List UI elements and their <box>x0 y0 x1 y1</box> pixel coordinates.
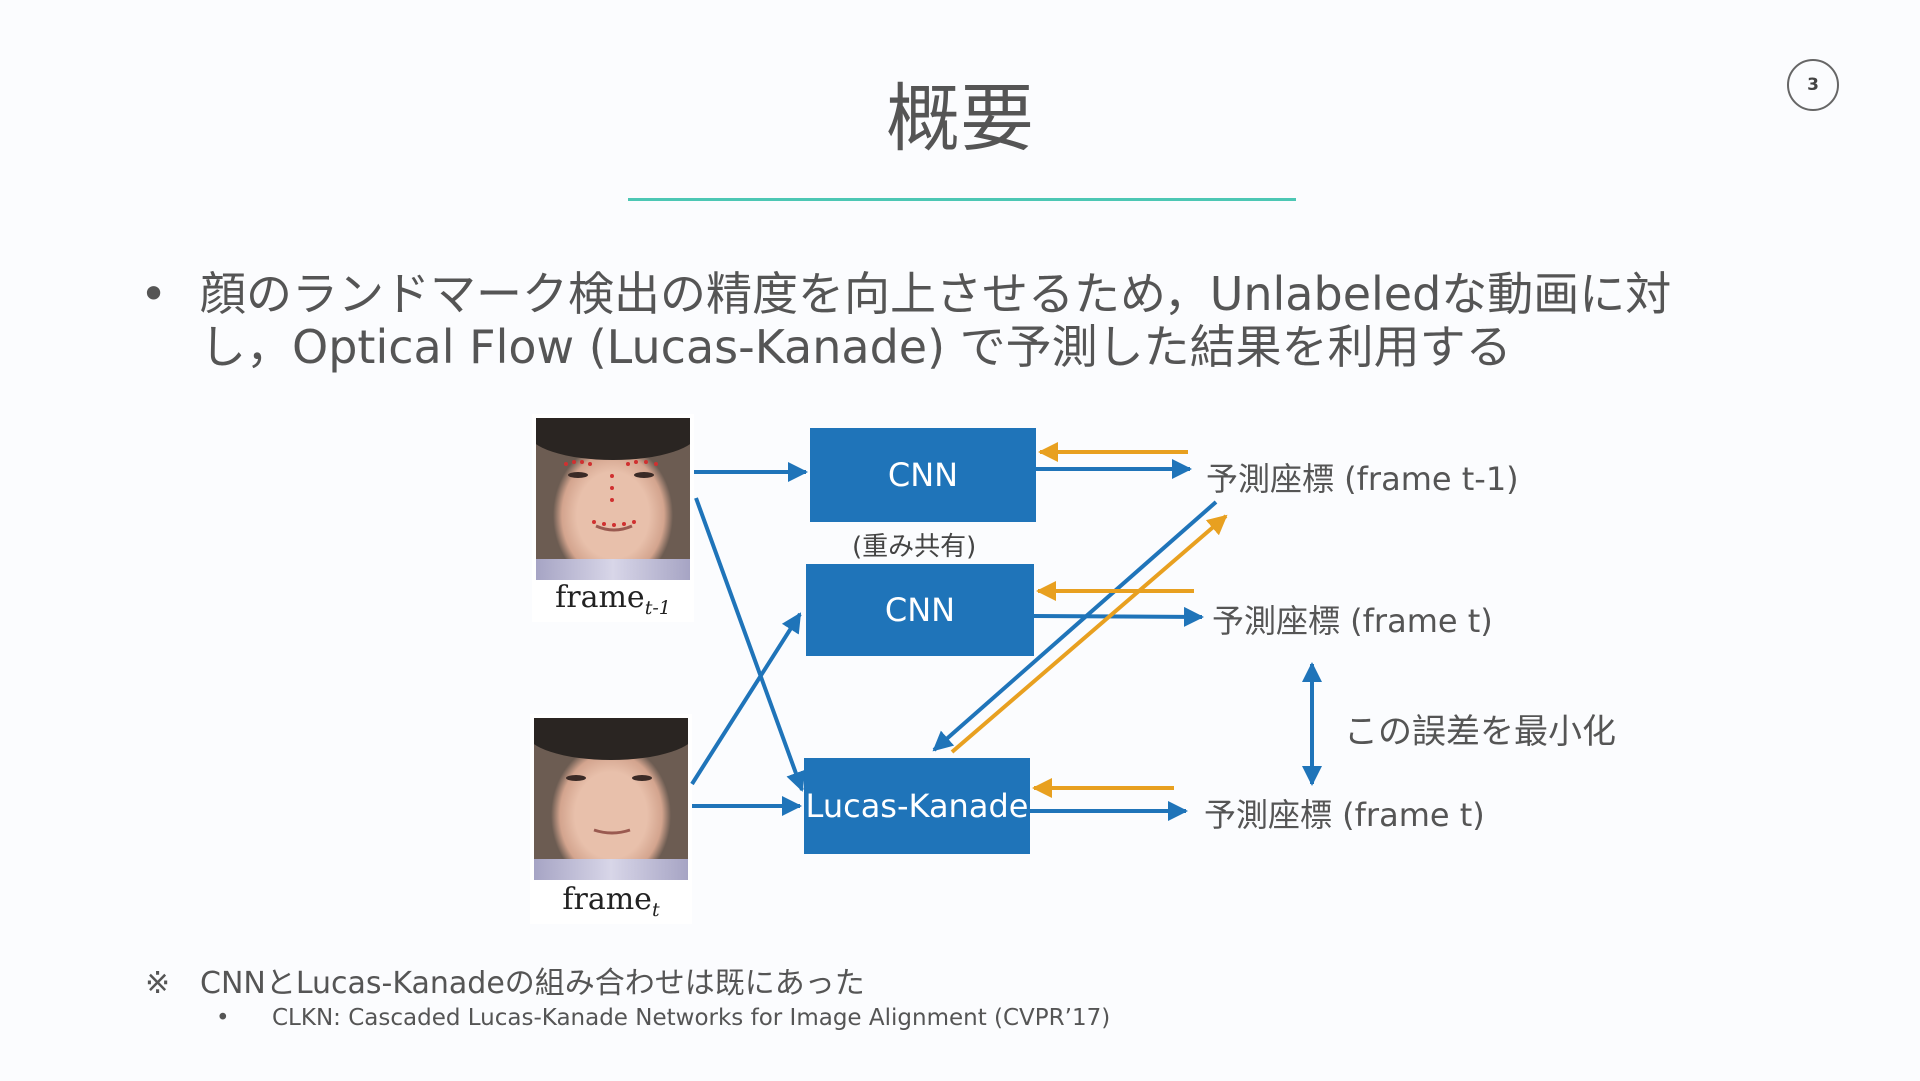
lucas-kanade-block: Lucas-Kanade <box>804 758 1030 854</box>
landmark-points <box>564 460 658 532</box>
cnn-block-top: CNN <box>810 428 1036 522</box>
page-number: 3 <box>1787 59 1839 111</box>
arrow-frame-cur-to-cnn <box>690 612 802 786</box>
face-photo-cur <box>534 718 688 880</box>
arrow-pred-prev-to-lk <box>932 500 1218 752</box>
arrow-frame-prev-to-lk <box>694 497 806 792</box>
error-minimize-label: この誤差を最小化 <box>1344 712 1616 752</box>
slide-title: 概要 <box>886 76 1034 162</box>
bullet-line-1: 顔のランドマーク検出の精度を向上させるため，Unlabeledな動画に対 <box>200 267 1672 321</box>
reference-marker: • <box>216 1005 230 1031</box>
bullet-marker: • <box>140 267 168 321</box>
face-image-frame-cur: framet <box>530 714 692 924</box>
pred-label-frame-cur-lk: 予測座標 (frame t) <box>1204 796 1485 834</box>
footnote-reference: • CLKN: Cascaded Lucas-Kanade Networks fo… <box>216 1005 1110 1031</box>
face-photo-prev <box>536 418 690 580</box>
arrow-cnn-bottom-to-pred <box>1033 606 1204 627</box>
weight-share-note: (重み共有) <box>852 532 977 562</box>
footnote-mark: ※ <box>145 966 171 1001</box>
reference-text: CLKN: Cascaded Lucas-Kanade Networks for… <box>272 1005 1111 1031</box>
frame-cur-caption: framet <box>562 882 660 921</box>
bullet-line-2: し，Optical Flow (Lucas-Kanade) で予測した結果を利用… <box>200 320 1512 374</box>
title-underline <box>628 198 1296 201</box>
face-image-frame-prev: framet-1 <box>532 414 694 622</box>
footnote: ※ CNNとLucas-Kanadeの組み合わせは既にあった <box>145 958 865 1002</box>
footnote-text: CNNとLucas-Kanadeの組み合わせは既にあった <box>200 966 865 1001</box>
frame-prev-caption: framet-1 <box>555 580 671 619</box>
pred-label-frame-prev: 予測座標 (frame t-1) <box>1206 460 1519 498</box>
pred-label-frame-cur-cnn: 予測座標 (frame t) <box>1212 602 1493 640</box>
cnn-block-bottom: CNN <box>806 564 1034 656</box>
bullet-text: 顔のランドマーク検出の精度を向上させるため，Unlabeledな動画に対 し，O… <box>200 268 1760 374</box>
arrow-lk-to-pred-prev <box>950 514 1228 754</box>
